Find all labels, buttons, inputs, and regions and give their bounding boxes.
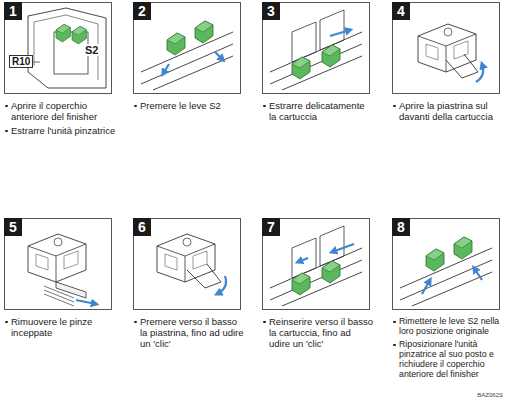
step-instruction: Aprire la piastrina sul davanti della ca…: [392, 100, 504, 122]
step-panel: 3Estrarre delicatamente la cartuccia: [262, 2, 374, 125]
step-instruction: Reinserire verso il basso la cartuccia, …: [262, 316, 374, 349]
part-label: R10: [9, 55, 33, 68]
step-number: 1: [4, 2, 22, 20]
instruction-text: Estrarre delicatamente la cartuccia: [269, 100, 365, 122]
step-panel: 6Premere verso il basso la piastrina, fi…: [133, 218, 245, 352]
illustration-frame: 2: [133, 2, 241, 94]
step-panel: 4Aprire la piastrina sul davanti della c…: [392, 2, 504, 125]
bullet-dot: [263, 321, 266, 324]
instruction-text: Reinserire verso il basso la cartuccia, …: [269, 316, 373, 349]
part-label: S2: [84, 44, 99, 56]
step-instruction: Estrarre l'unità pinzatrice: [4, 125, 116, 136]
bullet-dot: [393, 321, 396, 324]
illustration-frame: 7: [262, 218, 370, 310]
bullet-dot: [134, 105, 137, 108]
step-panel: 2Premere le leve S2: [133, 2, 245, 114]
bullet-dot: [263, 105, 266, 108]
illustration-frame: 8: [392, 218, 500, 310]
instruction-text: Aprire la piastrina sul davanti della ca…: [399, 100, 493, 122]
step-number: 6: [133, 218, 151, 236]
bullet-dot: [5, 130, 8, 133]
step-number: 8: [392, 218, 410, 236]
instruction-text: Riposizionare l'unità pinzatrice al suo …: [399, 339, 494, 379]
step-panel: 8Rimettere le leve S2 nella loro posizio…: [392, 218, 504, 382]
figure-code: BAZ062S: [477, 392, 503, 398]
caption-list: Premere verso il basso la piastrina, fin…: [133, 316, 245, 349]
step-instruction: Rimettere le leve S2 nella loro posizion…: [392, 316, 504, 336]
step-instruction: Rimuovere le pinze inceppate: [4, 316, 116, 338]
bullet-dot: [393, 344, 396, 347]
step-instruction: Premere verso il basso la piastrina, fin…: [133, 316, 245, 349]
step-panel: 7Reinserire verso il basso la cartuccia,…: [262, 218, 374, 352]
instruction-text: Aprire il coperchio anteriore del finish…: [11, 100, 97, 122]
step-panel: 5Rimuovere le pinze inceppate: [4, 218, 116, 341]
step-number: 2: [133, 2, 151, 20]
step-instruction: Aprire il coperchio anteriore del finish…: [4, 100, 116, 122]
step-panel: 1Aprire il coperchio anteriore del finis…: [4, 2, 116, 139]
step-number: 3: [262, 2, 280, 20]
bullet-dot: [5, 321, 8, 324]
step-instruction: Premere le leve S2: [133, 100, 245, 111]
illustration-frame: 3: [262, 2, 370, 94]
instruction-text: Rimuovere le pinze inceppate: [11, 316, 92, 338]
caption-list: Aprire la piastrina sul davanti della ca…: [392, 100, 504, 122]
instruction-text: Premere le leve S2: [140, 100, 221, 111]
illustration-frame: 6: [133, 218, 241, 310]
bullet-dot: [393, 105, 396, 108]
instruction-text: Premere verso il basso la piastrina, fin…: [140, 316, 244, 349]
caption-list: Estrarre delicatamente la cartuccia: [262, 100, 374, 122]
step-instruction: Estrarre delicatamente la cartuccia: [262, 100, 374, 122]
step-instruction: Riposizionare l'unità pinzatrice al suo …: [392, 339, 504, 379]
instruction-text: Estrarre l'unità pinzatrice: [11, 125, 115, 136]
caption-list: Rimuovere le pinze inceppate: [4, 316, 116, 338]
illustration-frame: 5: [4, 218, 112, 310]
step-number: 7: [262, 218, 280, 236]
caption-list: Aprire il coperchio anteriore del finish…: [4, 100, 116, 136]
caption-list: Rimettere le leve S2 nella loro posizion…: [392, 316, 504, 379]
illustration-frame: 4: [392, 2, 500, 94]
step-number: 4: [392, 2, 410, 20]
instruction-text: Rimettere le leve S2 nella loro posizion…: [399, 316, 499, 336]
step-number: 5: [4, 218, 22, 236]
caption-list: Premere le leve S2: [133, 100, 245, 111]
bullet-dot: [5, 105, 8, 108]
bullet-dot: [134, 321, 137, 324]
caption-list: Reinserire verso il basso la cartuccia, …: [262, 316, 374, 349]
